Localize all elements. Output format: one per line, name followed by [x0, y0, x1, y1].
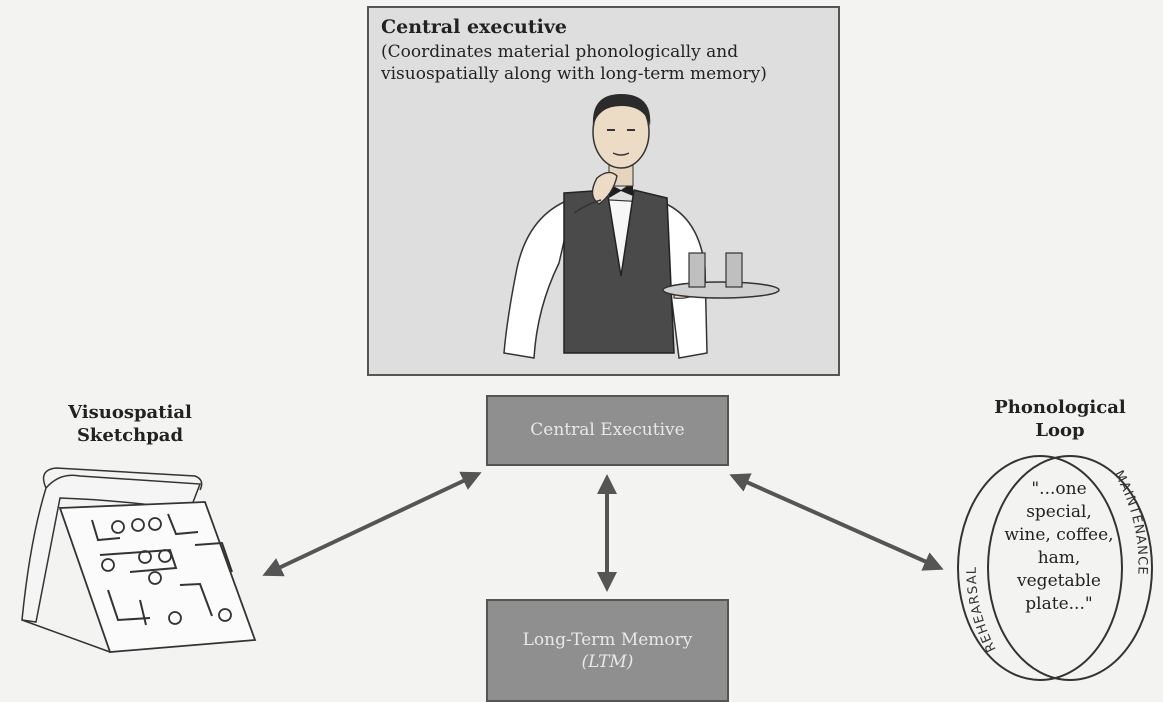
visuospatial-label-line1: Visuospatial [68, 402, 192, 423]
central-executive-box: Central Executive [486, 395, 729, 466]
phonological-loop-label: Phonological Loop [965, 396, 1155, 442]
central-executive-panel: Central executive (Coordinates material … [367, 6, 840, 376]
arrow-executive-to-sketchpad [262, 471, 482, 577]
quote-line: vegetable [1017, 571, 1101, 591]
quote-line: ham, [1037, 548, 1081, 568]
quote-line: "...one [1031, 479, 1087, 499]
visuospatial-sketchpad-label: Visuospatial Sketchpad [50, 401, 210, 447]
phonological-label-line2: Loop [1035, 420, 1085, 441]
quote-line: plate..." [1025, 594, 1093, 614]
phonological-loop-quote: "...one special, wine, coffee, ham, vege… [993, 478, 1125, 616]
central-executive-panel-description: (Coordinates material phonologically and… [381, 42, 767, 84]
phonological-label-line1: Phonological [994, 397, 1126, 418]
ltm-sub-label: (LTM) [581, 652, 634, 672]
long-term-memory-box: Long-Term Memory (LTM) [486, 599, 729, 702]
quote-line: wine, coffee, [1004, 525, 1114, 545]
central-executive-panel-title: Central executive [381, 16, 567, 38]
visuospatial-label-line2: Sketchpad [76, 425, 184, 446]
waiter-illustration [503, 94, 780, 359]
long-term-memory-label: Long-Term Memory [522, 630, 693, 650]
quote-line: special, [1026, 502, 1092, 522]
arrow-executive-to-loop [729, 473, 944, 571]
